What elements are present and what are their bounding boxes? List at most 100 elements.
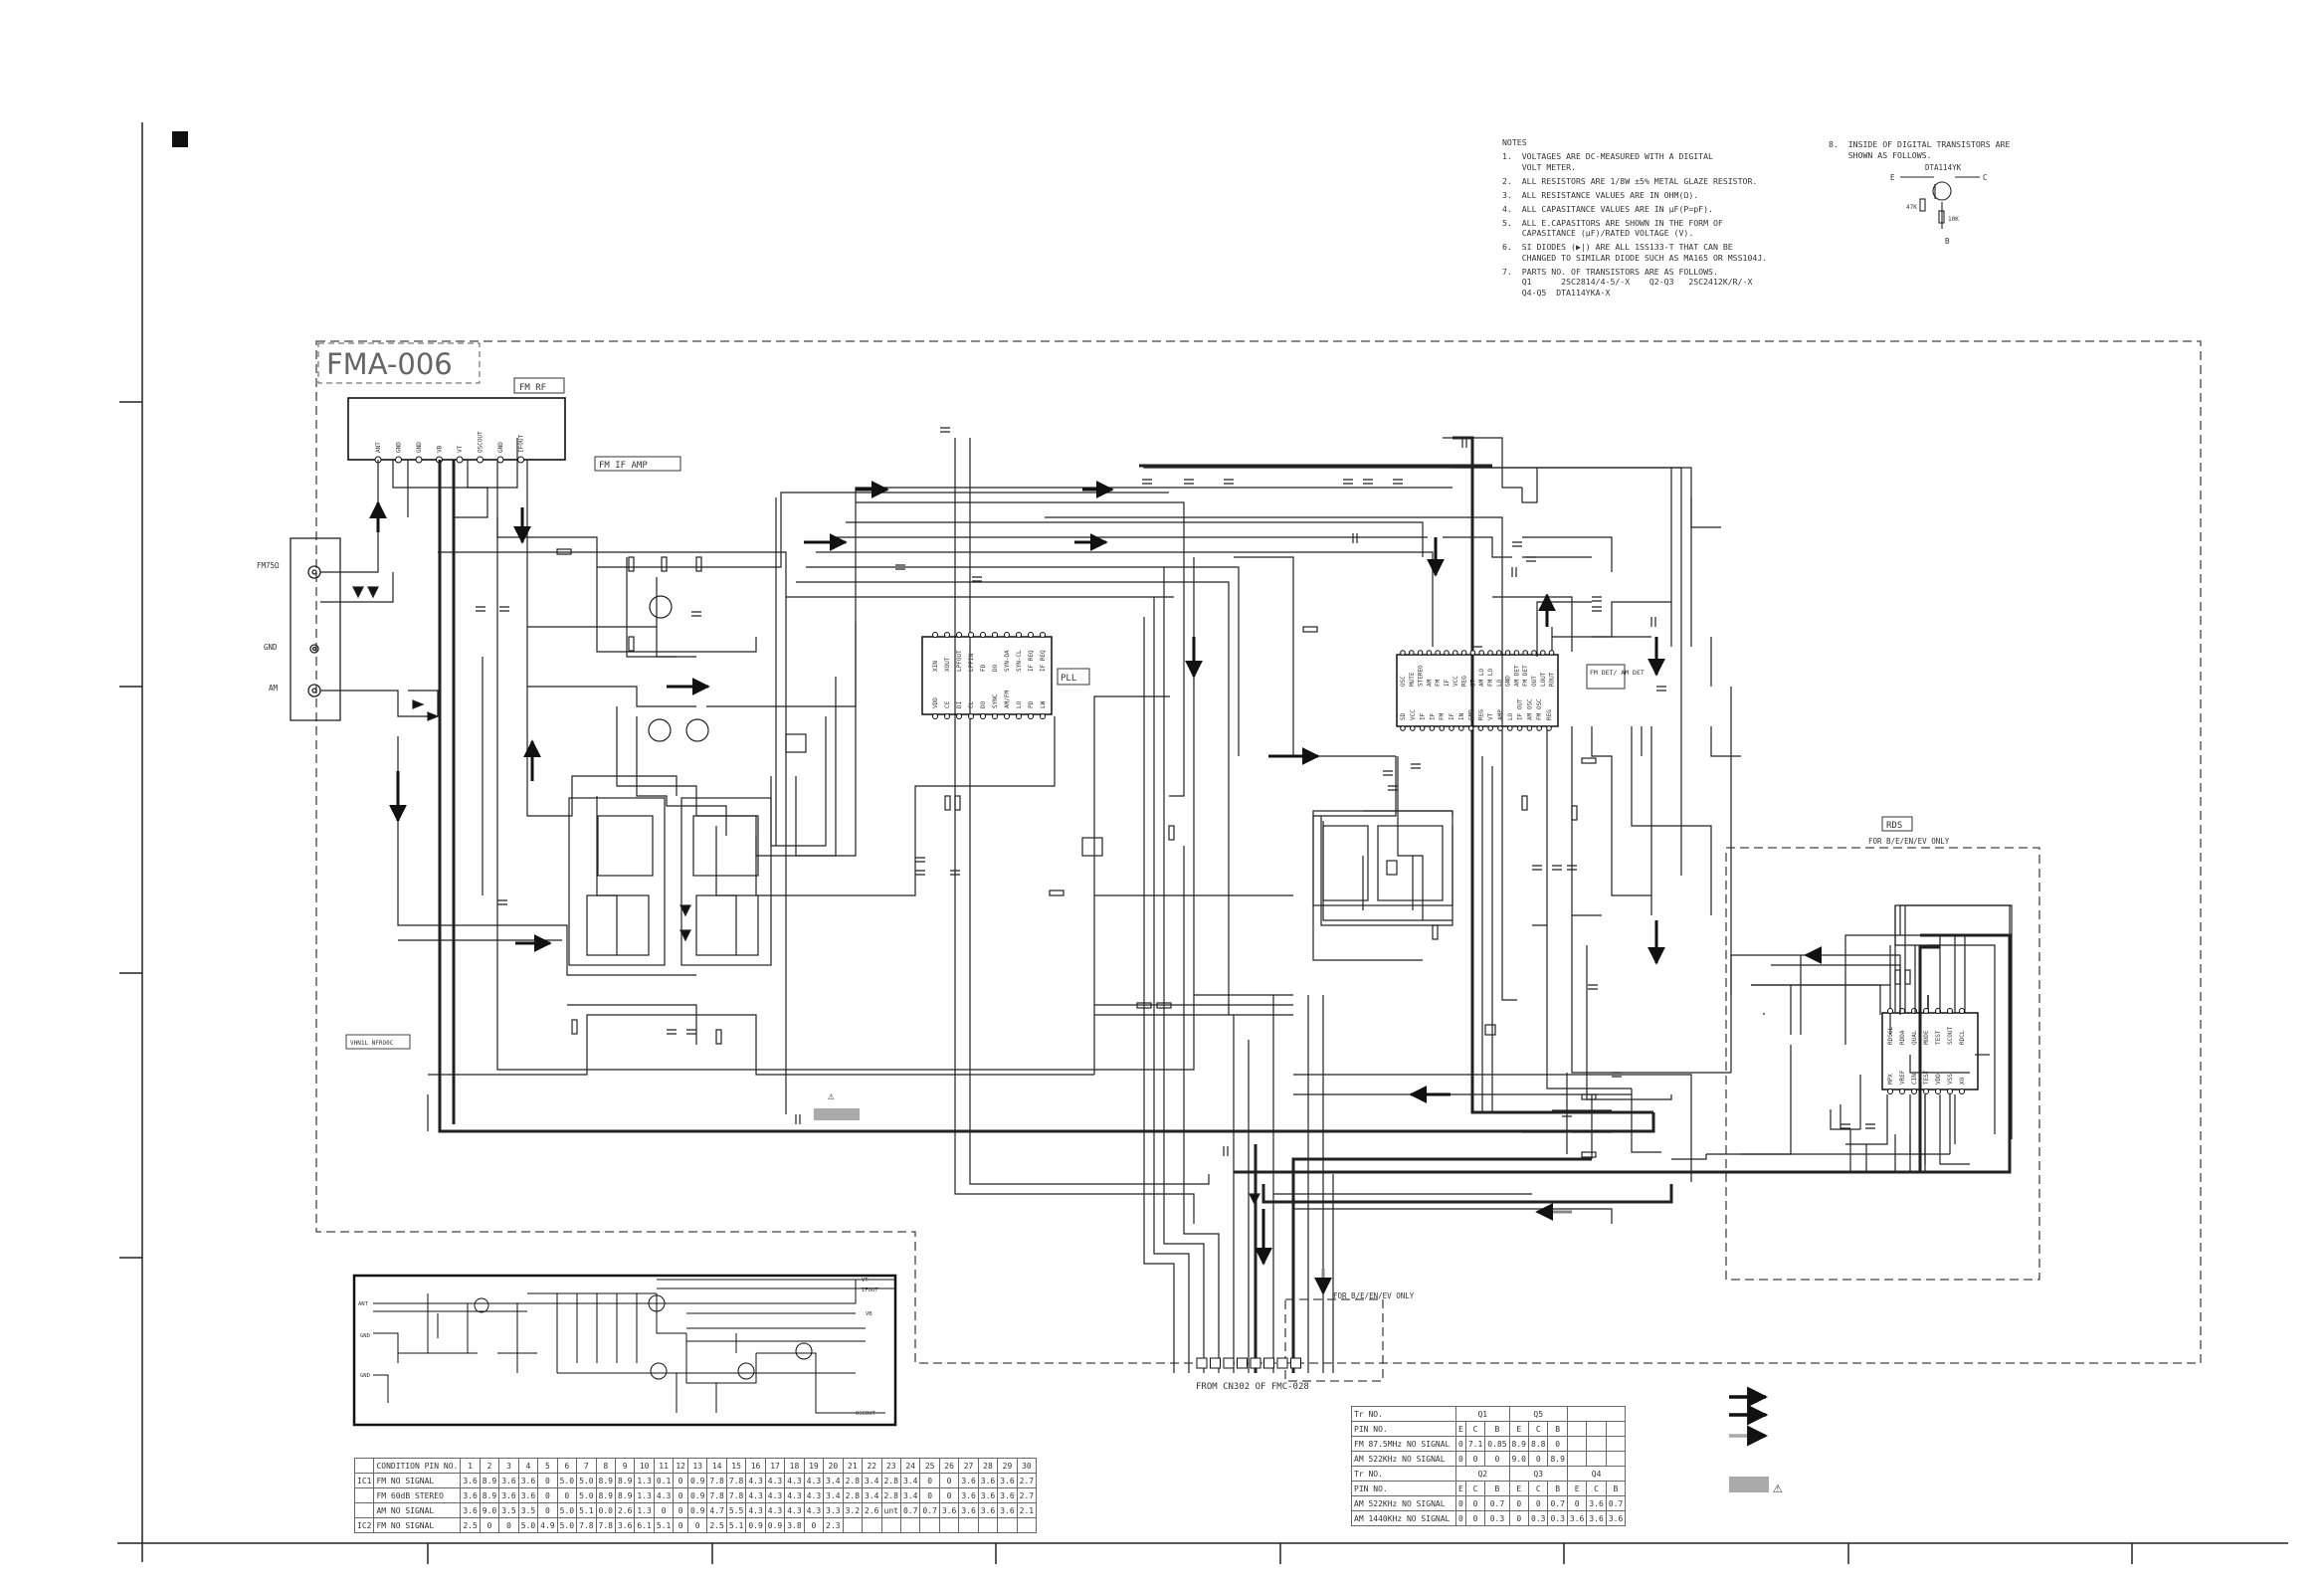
voltage-cell: 0 [673,1517,688,1533]
tr-cell: B [1547,1481,1568,1496]
note-1: 1. VOLTAGES ARE DC-MEASURED WITH A DIGIT… [1502,151,1713,172]
rds-pin [1947,1008,1953,1014]
voltage-cell: 0 [556,1487,578,1503]
ic-pin [1540,650,1546,656]
rds-pin-label: CIN [1911,1074,1918,1085]
rds-pin [1887,1088,1893,1094]
header-cell: 4 [517,1458,539,1474]
ic-pin [1460,650,1467,656]
pll-pin-label: SYNC [992,693,999,708]
rds-pin [1947,1088,1953,1094]
ic-pin [1487,725,1493,731]
ic-pin [1526,725,1533,731]
voltage-cell: 5.1 [725,1517,747,1533]
voltage-cell: 0 [919,1473,940,1488]
section-marker [172,131,188,147]
ic-pin-label: VT [1487,712,1494,720]
board-title: FMA-006 [326,347,453,381]
pll-pin [968,632,974,638]
pll-pin [980,632,986,638]
pll-pin [968,713,974,719]
rds-pin-label: VSS [1947,1074,1954,1085]
rds-pin [1959,1088,1965,1094]
rds-for-label: FOR B/E/EN/EV ONLY [1868,837,1950,846]
tr-cell: AM 1440KHz NO SIGNAL [1351,1510,1456,1526]
header-cell: 30 [1016,1458,1038,1474]
voltage-cell: 0 [938,1487,960,1503]
header-cell: 13 [686,1458,708,1474]
fm-if-amp-label: FM IF AMP [599,461,648,471]
empty-cell [1566,1436,1588,1452]
inset-label: IFOUT [862,1287,878,1293]
voltage-cell: 3.4 [862,1487,882,1503]
ic-pin-label: OSC [1400,676,1407,687]
voltage-cell: 0.9 [764,1517,786,1533]
header-cell: 9 [614,1458,636,1474]
voltage-cell: 0.9 [686,1473,708,1488]
from-connector-label: FROM CN302 OF FMC-028 [1196,1382,1309,1392]
voltage-cell: 8.9 [614,1473,636,1488]
voltage-cell: 4.7 [706,1502,727,1518]
notes-block: NOTES 1. VOLTAGES ARE DC-MEASURED WITH A… [1502,137,1840,301]
ic-pin-label: MUTE [1409,672,1416,687]
voltage-cell: 3.4 [823,1473,844,1488]
rf-pin-label: ANT [375,442,382,453]
fm75-label: FM75Ω [257,561,280,570]
for-models-label: FOR B/E/EN/EV ONLY [1333,1291,1415,1300]
voltage-cell: 2.8 [842,1487,864,1503]
voltage-cell: 3.2 [842,1502,864,1518]
tr-cell: 0 [1508,1495,1530,1511]
pll-pin-label: LPFIN [968,654,975,672]
voltage-cell: 4.9 [537,1517,558,1533]
voltage-cell: 3.6 [958,1502,979,1518]
legend-caution-mark: ⚠ [1773,1478,1783,1496]
tr-cell: 0 [1464,1495,1486,1511]
voltage-cell: 0 [537,1502,558,1518]
voltage-cell: 8.9 [595,1473,616,1488]
voltage-cell: 3.6 [938,1502,960,1518]
rds-pin [1935,1088,1941,1094]
header-cell: 2 [479,1458,500,1474]
pll-pin-label: CL [968,700,975,708]
notes-heading: NOTES [1502,137,1527,147]
voltage-cell: 2.1 [1016,1502,1038,1518]
header-cell: 24 [899,1458,921,1474]
rf-pin-label: IFOUT [518,435,525,453]
safety-component [814,1108,860,1120]
ic-pin [1435,650,1441,656]
tr-cell: 0 [1508,1510,1530,1526]
connector-pin [1196,1357,1208,1369]
voltage-cell: 3.3 [823,1502,844,1518]
pll-pin [932,632,938,638]
voltage-cell: 0.9 [686,1502,708,1518]
tr-cell: B [1547,1421,1568,1437]
ic-pin [1478,650,1484,656]
pll-pin-label: SYN-CL [1016,650,1023,672]
pll-pin [992,632,998,638]
empty-cell [1586,1451,1607,1467]
voltage-cell: 7.8 [576,1517,597,1533]
rf-pin [477,456,484,464]
header-cell: 22 [862,1458,882,1474]
tr-cell: 8.9 [1547,1451,1568,1467]
board-outline [315,340,2202,1382]
ic-pin [1458,725,1464,731]
signal-arrows [369,481,1823,1295]
voltage-cell: 0 [803,1517,825,1533]
tr-cell: Tr NO. [1351,1466,1456,1482]
ic-cell [353,1487,375,1503]
voltage-cell: 1.3 [634,1502,655,1518]
voltage-cell [1016,1517,1038,1533]
voltage-cell: 0 [673,1502,688,1518]
voltage-cell: 5.0 [576,1473,597,1488]
ic-pin-label: AMP [1497,709,1504,720]
ic-pin [1546,725,1552,731]
connector-pin [1276,1357,1288,1369]
voltage-cell: 0 [537,1473,558,1488]
tr-cell: 8.8 [1527,1436,1549,1452]
ic-pin-label: IF [1444,679,1451,687]
voltage-cell [899,1517,921,1533]
